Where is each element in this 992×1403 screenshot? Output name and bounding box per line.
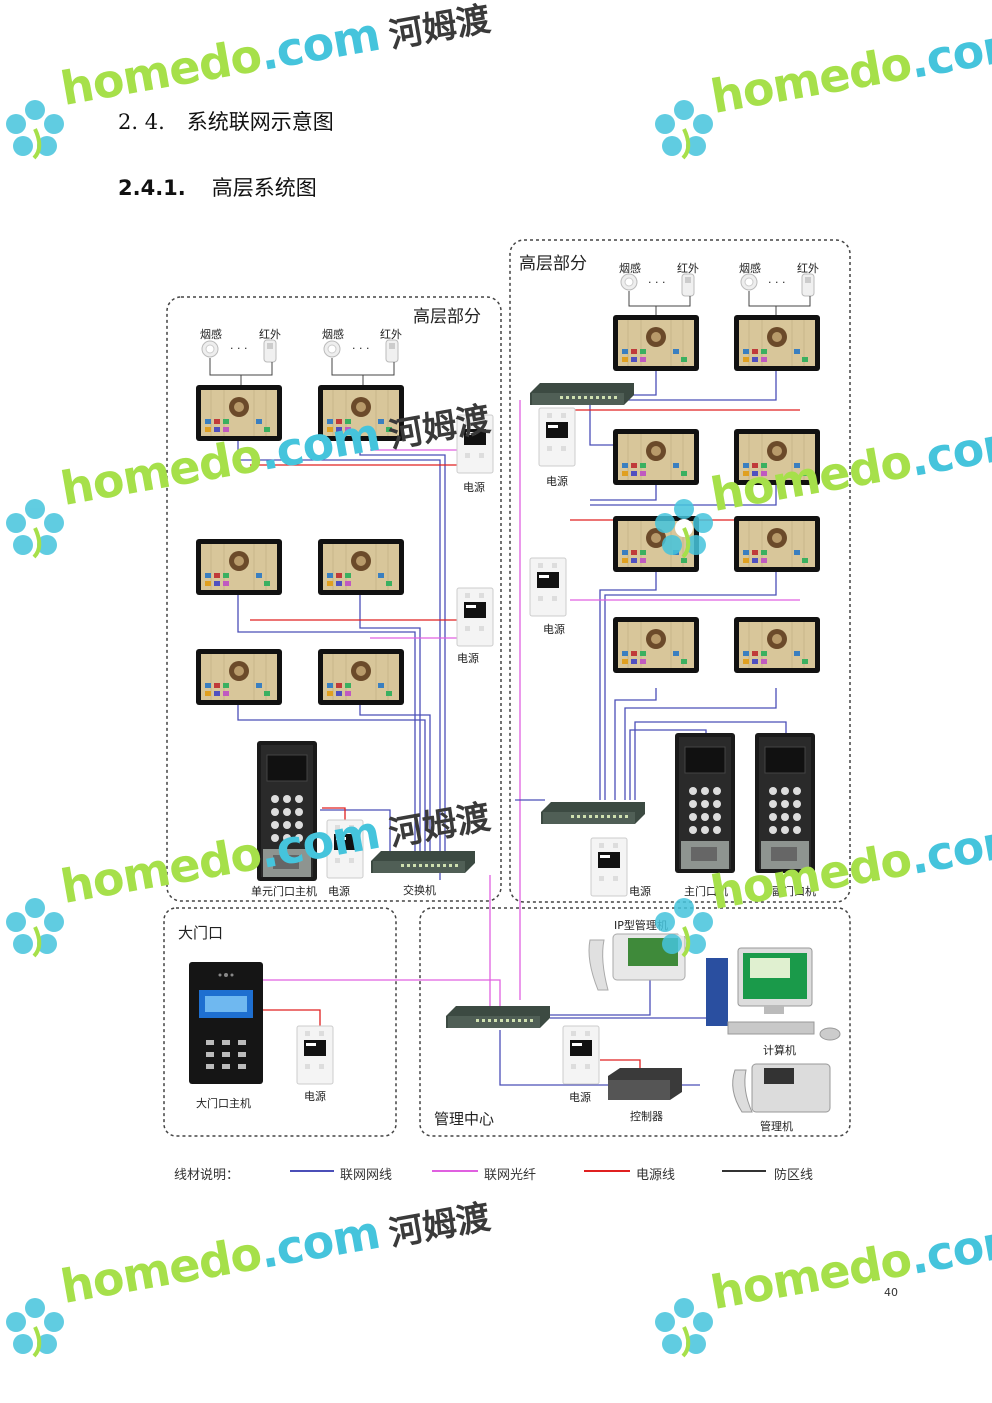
manager-label: 管理机: [760, 1120, 793, 1133]
legend-title: 线材说明：: [174, 1168, 240, 1183]
main-door-label: 主门口机: [684, 885, 728, 898]
legend-zone-line: 防区线: [774, 1168, 814, 1183]
smoke-label: 烟感: [200, 328, 222, 341]
infrared-label: 红外: [677, 262, 699, 275]
left-block-title: 高层部分: [413, 307, 481, 327]
power-label: 电源: [463, 481, 485, 494]
dots-label: · · ·: [230, 342, 248, 355]
section-title: 系统联网示意图: [186, 110, 334, 134]
dots-label: · · ·: [352, 342, 370, 355]
power-label: 电源: [569, 1091, 591, 1104]
subsection-heading: 2.4.1. 高层系统图: [118, 172, 317, 202]
infrared-label: 红外: [259, 328, 281, 341]
watermark-flower-icon: [6, 1298, 64, 1358]
power-label: 电源: [304, 1090, 326, 1103]
legend-fiber: 联网光纤: [484, 1168, 537, 1183]
watermark-flower-icon: [655, 898, 713, 958]
smoke-label: 烟感: [739, 262, 761, 275]
power-label: 电源: [546, 475, 568, 488]
computer-label: 计算机: [763, 1044, 796, 1057]
watermark-flower-icon: [655, 1298, 713, 1358]
power-label: 电源: [457, 652, 479, 665]
infrared-label: 红外: [380, 328, 402, 341]
sub-door-label: 副门口机: [772, 885, 816, 898]
watermark-flower-icon: [6, 499, 64, 559]
switch-label: 交换机: [403, 884, 436, 897]
smoke-label: 烟感: [322, 328, 344, 341]
power-label: 电源: [543, 623, 565, 636]
legend-network-cable: 联网网线: [340, 1168, 393, 1183]
watermark-flower-icon: [6, 898, 64, 958]
ip-manager-label: IP型管理机: [614, 919, 668, 932]
watermark-flower-icon: [6, 100, 64, 160]
gate-host-label: 大门口主机: [196, 1097, 251, 1110]
watermark-flower-icon: [655, 100, 713, 160]
dots-label: · · ·: [768, 276, 786, 289]
smoke-label: 烟感: [619, 262, 641, 275]
infrared-label: 红外: [797, 262, 819, 275]
gate-block-title: 大门口: [178, 924, 224, 942]
page-number: 40: [884, 1286, 898, 1299]
subsection-title: 高层系统图: [211, 176, 317, 200]
mgmt-block-title: 管理中心: [434, 1110, 495, 1128]
power-label: 电源: [328, 885, 350, 898]
power-label: 电源: [629, 885, 651, 898]
controller-label: 控制器: [630, 1110, 663, 1123]
watermark-flower-icon: [655, 499, 713, 559]
section-heading: 2. 4. 系统联网示意图: [118, 106, 334, 136]
right-block-title: 高层部分: [519, 254, 587, 274]
subsection-number: 2.4.1.: [118, 176, 186, 200]
legend-power-line: 电源线: [636, 1168, 676, 1183]
section-number: 2. 4.: [118, 110, 165, 134]
unit-door-host-label: 单元门口主机: [251, 885, 317, 898]
dots-label: · · ·: [648, 276, 666, 289]
